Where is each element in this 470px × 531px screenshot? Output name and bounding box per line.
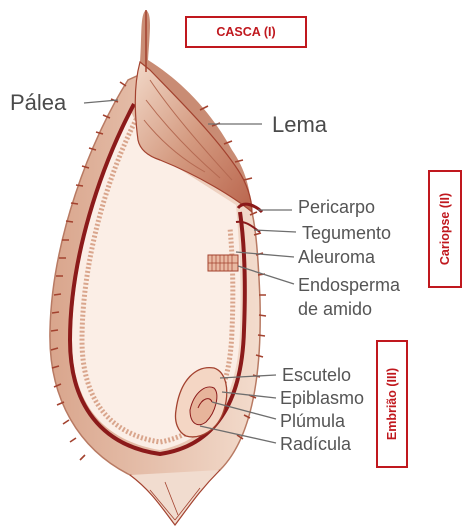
label-pericarpo: Pericarpo	[298, 198, 375, 216]
leader-palea	[84, 100, 118, 103]
label-escutelo: Escutelo	[282, 366, 351, 384]
label-epiblasmo: Epiblasmo	[280, 389, 364, 407]
cariopse-box: Cariopse (II)	[428, 170, 462, 288]
endosperm-block	[208, 255, 238, 271]
casca-box: CASCA (I)	[185, 16, 307, 48]
casca-box-label: CASCA (I)	[216, 25, 275, 39]
label-lema: Lema	[272, 114, 327, 136]
embriao-box: Embrião (III)	[376, 340, 408, 468]
label-endosperma-2: de amido	[298, 300, 372, 318]
label-radicula: Radícula	[280, 435, 351, 453]
label-endosperma-1: Endosperma	[298, 276, 400, 294]
label-plumula: Plúmula	[280, 412, 345, 430]
label-aleuroma: Aleuroma	[298, 248, 375, 266]
cariopse-box-label: Cariopse (II)	[438, 193, 452, 265]
embriao-box-label: Embrião (III)	[385, 368, 399, 440]
label-palea: Pálea	[10, 92, 66, 114]
grain-base	[130, 470, 220, 525]
label-tegumento: Tegumento	[302, 224, 391, 242]
